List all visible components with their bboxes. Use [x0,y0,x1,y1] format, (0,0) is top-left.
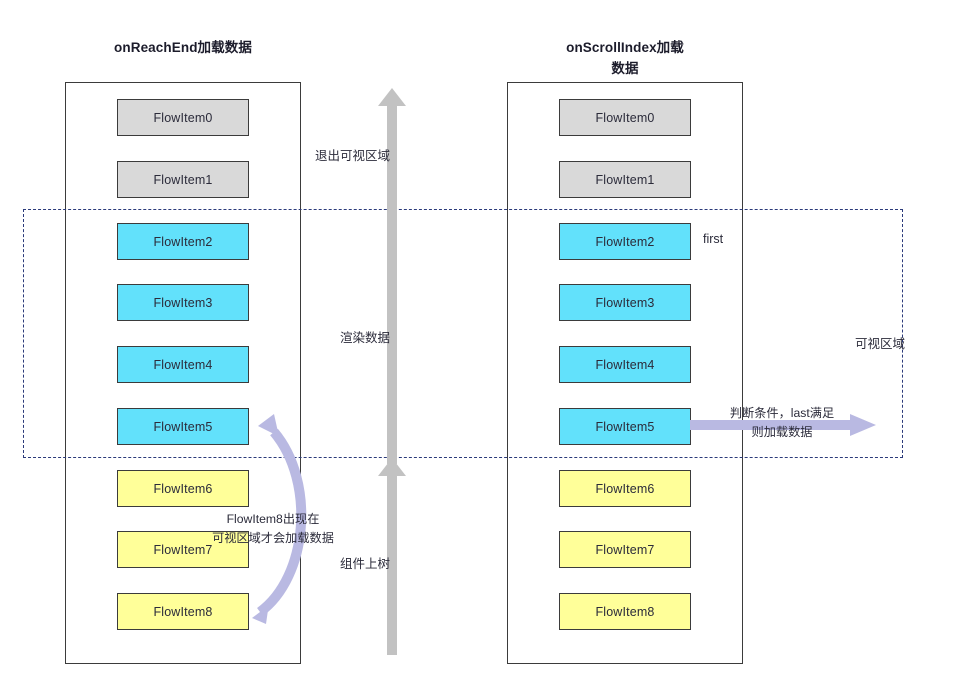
flow-item-label: FlowItem3 [153,295,213,310]
flow-item-left-1[interactable]: FlowItem1 [117,161,249,198]
column-title-left: onReachEnd加载数据 [114,40,252,55]
purple-curved-arrow-loaddata [252,414,307,624]
flow-item-label: FlowItem7 [153,542,213,557]
flow-item-left-8[interactable]: FlowItem8 [117,593,249,630]
viewport-region-label: 可视区域 [855,337,906,351]
purple-curve-annotation-line1: FlowItem8出现在 [226,512,320,526]
column-title-right-line1: onScrollIndex加载 [566,40,684,55]
purple-straight-arrow-loadcondition [690,414,876,436]
purple-straight-annotation-line2: 则加载数据 [751,425,813,439]
flow-item-right-7[interactable]: FlowItem7 [559,531,691,568]
flow-item-right-1[interactable]: FlowItem1 [559,161,691,198]
flow-item-right-8[interactable]: FlowItem8 [559,593,691,630]
center-label-component-mount: 组件上树 [339,557,390,571]
purple-curve-annotation: FlowItem8出现在 可视区域才会加载数据 [183,510,363,548]
flow-item-right-0[interactable]: FlowItem0 [559,99,691,136]
flow-item-label: FlowItem6 [595,481,655,496]
flow-item-label: FlowItem3 [595,295,655,310]
center-label-render-data: 渲染数据 [339,331,390,345]
flow-item-label: FlowItem5 [595,419,655,434]
scroll-direction-arrow-upper [378,88,406,464]
flow-item-label: FlowItem1 [153,172,213,187]
center-label-exit-viewport: 退出可视区域 [314,149,390,163]
flow-item-left-2[interactable]: FlowItem2 [117,223,249,260]
flow-item-label: FlowItem4 [595,357,655,372]
flow-item-label: FlowItem8 [595,604,655,619]
column-title-right-line2: 数据 [611,61,639,76]
flow-list-container-left: FlowItem0 FlowItem1 FlowItem2 FlowItem3 … [65,82,301,664]
flow-item-label: FlowItem4 [153,357,213,372]
flow-item-left-0[interactable]: FlowItem0 [117,99,249,136]
flow-item-left-4[interactable]: FlowItem4 [117,346,249,383]
purple-straight-annotation-line1: 判断条件，last满足 [729,406,835,420]
flow-item-label: FlowItem8 [153,604,213,619]
scroll-direction-arrow-lower [378,458,406,655]
flow-item-label: FlowItem2 [153,234,213,249]
flow-item-right-6[interactable]: FlowItem6 [559,470,691,507]
flow-item-right-4[interactable]: FlowItem4 [559,346,691,383]
flow-item-label: FlowItem0 [153,110,213,125]
purple-curve-annotation-line2: 可视区域才会加载数据 [212,531,334,545]
flow-item-right-3[interactable]: FlowItem3 [559,284,691,321]
flow-item-right-2[interactable]: FlowItem2 [559,223,691,260]
flow-item-label: FlowItem0 [595,110,655,125]
flow-item-label: FlowItem2 [595,234,655,249]
flow-item-left-6[interactable]: FlowItem6 [117,470,249,507]
flow-list-container-right: FlowItem0 FlowItem1 FlowItem2 FlowItem3 … [507,82,743,664]
column-title-right: onScrollIndex加载 数据 [507,37,743,79]
purple-straight-annotation: 判断条件，last满足 则加载数据 [702,404,862,442]
flow-item-left-3[interactable]: FlowItem3 [117,284,249,321]
flow-item-label: FlowItem6 [153,481,213,496]
flow-item-left-7[interactable]: FlowItem7 [117,531,249,568]
flow-item-label: FlowItem7 [595,542,655,557]
first-index-label: first [703,232,724,246]
flow-item-right-5[interactable]: FlowItem5 [559,408,691,445]
flow-item-left-5[interactable]: FlowItem5 [117,408,249,445]
flow-item-label: FlowItem5 [153,419,213,434]
flow-item-label: FlowItem1 [595,172,655,187]
